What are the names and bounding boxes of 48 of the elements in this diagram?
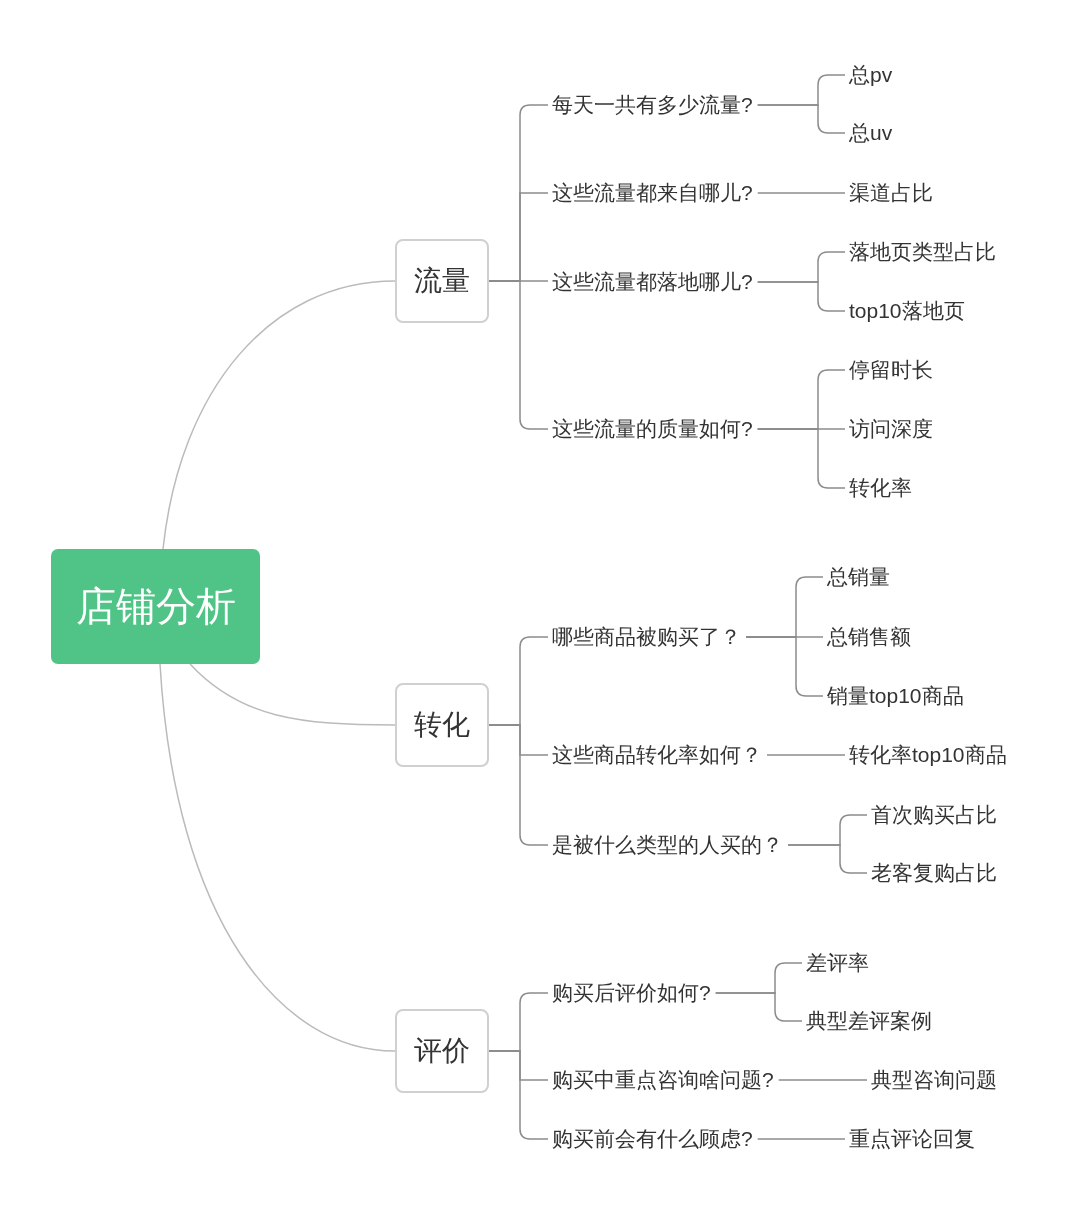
question-text: 这些流量的质量如何? <box>552 415 753 443</box>
leaf-text: 落地页类型占比 <box>849 238 996 266</box>
bracket-line <box>756 428 846 489</box>
curved-connector <box>189 663 396 726</box>
bracket-line <box>745 636 824 697</box>
bracket-line <box>488 280 549 430</box>
bracket-line <box>756 281 846 312</box>
question-text: 这些流量都来自哪儿? <box>552 179 753 207</box>
leaf-text: 访问深度 <box>849 415 933 443</box>
leaf-text: 总uv <box>849 119 893 147</box>
topic-box: 评价 <box>395 1009 489 1093</box>
question-text: 哪些商品被购买了？ <box>552 623 741 651</box>
leaf-text: 重点评论回复 <box>849 1125 975 1153</box>
bracket-line <box>787 844 868 874</box>
question-text: 购买前会有什么顾虑? <box>552 1125 753 1153</box>
question-text: 购买后评价如何? <box>552 979 711 1007</box>
question-text: 每天一共有多少流量? <box>552 91 753 119</box>
leaf-text: 典型差评案例 <box>806 1007 932 1035</box>
leaf-text: 总销售额 <box>827 623 911 651</box>
bracket-line <box>488 724 549 846</box>
leaf-text: 总pv <box>849 61 893 89</box>
question-text: 这些流量都落地哪儿? <box>552 268 753 296</box>
leaf-text: 销量top10商品 <box>827 682 964 710</box>
bracket-line <box>777 1079 868 1081</box>
bracket-line <box>756 192 846 194</box>
question-text: 是被什么类型的人买的？ <box>552 831 783 859</box>
bracket-line <box>756 104 846 134</box>
question-text: 购买中重点咨询啥问题? <box>552 1066 774 1094</box>
bracket-line <box>714 992 803 1022</box>
leaf-text: 首次购买占比 <box>871 801 997 829</box>
leaf-text: 总销量 <box>827 563 890 591</box>
leaf-text: 典型咨询问题 <box>871 1066 997 1094</box>
leaf-text: top10落地页 <box>849 297 965 325</box>
curved-connector <box>159 663 396 1052</box>
leaf-text: 转化率top10商品 <box>849 741 1007 769</box>
leaf-text: 停留时长 <box>849 356 933 384</box>
root-box: 店铺分析 <box>51 549 260 664</box>
leaf-text: 转化率 <box>849 474 912 502</box>
curved-connector <box>162 280 396 550</box>
leaf-text: 老客复购占比 <box>871 859 997 887</box>
bracket-line <box>488 1050 549 1140</box>
leaf-text: 差评率 <box>806 949 869 977</box>
leaf-text: 渠道占比 <box>849 179 933 207</box>
bracket-line <box>766 754 846 756</box>
topic-box: 转化 <box>395 683 489 767</box>
topic-box: 流量 <box>395 239 489 323</box>
bracket-line <box>756 1138 846 1140</box>
question-text: 这些商品转化率如何？ <box>552 741 762 769</box>
